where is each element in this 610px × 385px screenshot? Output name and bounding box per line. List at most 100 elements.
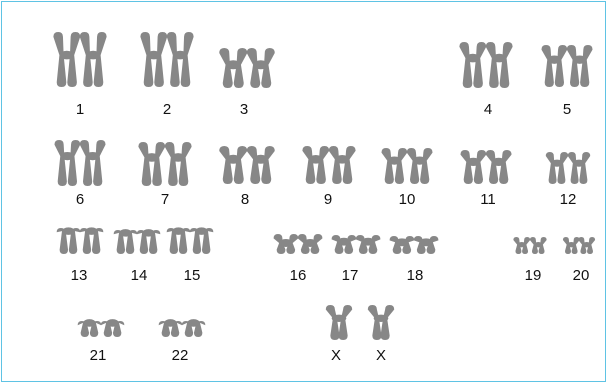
centromere [147, 51, 161, 60]
chromatid [316, 146, 329, 184]
chromatid [486, 42, 499, 88]
chromatid [234, 146, 248, 184]
centromere [173, 51, 187, 60]
chromatid [247, 146, 261, 184]
centromere [253, 155, 268, 164]
centromere [187, 319, 200, 327]
chromosome-label: 10 [399, 191, 416, 208]
centromere [60, 152, 74, 160]
centromere [395, 238, 408, 246]
chromatid [541, 45, 553, 87]
chromosome-label: 22 [172, 347, 189, 364]
chromosome-label: 4 [484, 101, 492, 118]
chromatid [94, 32, 107, 87]
centromere [226, 155, 241, 164]
chromatid [53, 32, 66, 87]
centromere [86, 51, 100, 60]
chromatid [154, 32, 167, 87]
centromere [304, 239, 317, 247]
chromatid [343, 146, 356, 184]
chromosome-label: 7 [161, 191, 169, 208]
centromere [86, 152, 100, 160]
centromere [145, 153, 159, 162]
centromere [106, 319, 119, 327]
chromosome-label: 2 [163, 101, 171, 118]
chromosome-label: 16 [290, 267, 307, 284]
chromatid [167, 32, 180, 87]
centromere [551, 160, 563, 167]
chromosome-2-pair: 2 [140, 32, 193, 118]
chromatid [80, 32, 93, 87]
chromatid [473, 42, 486, 88]
chromatid [329, 146, 342, 184]
chromatid [54, 140, 66, 186]
chromosome-label: 17 [342, 267, 359, 284]
chromosome-label: 18 [407, 267, 424, 284]
chromatid [395, 148, 407, 184]
centromere [83, 319, 96, 327]
centromere [172, 227, 185, 235]
centromere [573, 56, 587, 64]
chromosome-7-pair: 7 [138, 142, 191, 208]
chromatid [181, 32, 194, 87]
chromosome-14-pair: 14 [114, 229, 161, 284]
chromatid [499, 150, 511, 184]
chromosome-label: X [331, 347, 341, 364]
chromatid [555, 45, 567, 87]
chromosome-18-pair: 18 [390, 236, 439, 284]
chromatid [67, 32, 80, 87]
centromere [142, 229, 155, 237]
centromere [517, 242, 526, 247]
centromere [466, 158, 480, 166]
centromere [573, 160, 585, 167]
centromere [466, 54, 480, 63]
chromosome-12-pair: 12 [546, 152, 590, 208]
centromere [60, 51, 74, 60]
centromere [332, 315, 347, 322]
chromatid [381, 148, 393, 184]
chromatid [407, 148, 419, 184]
chromatid [93, 140, 105, 186]
centromere [62, 227, 75, 235]
centromere [309, 155, 323, 164]
chromosome-21-pair: 21 [78, 319, 125, 364]
centromere [567, 242, 576, 247]
chromosome-label: 6 [76, 191, 84, 208]
centromere [85, 227, 98, 235]
centromere [335, 155, 349, 164]
chromosome-22-pair: 22 [159, 319, 206, 364]
centromere [492, 158, 506, 166]
chromatid [152, 142, 165, 186]
chromatid [302, 146, 315, 184]
chromosome-3-pair: 3 [219, 48, 275, 118]
chromosome-label: 5 [563, 101, 571, 118]
chromosome-label: 15 [184, 267, 201, 284]
chromatid [165, 142, 178, 186]
chromatid [179, 142, 192, 186]
centromere [164, 319, 177, 327]
chromosome-19-pair: 19 [513, 237, 546, 284]
chromosome-1-pair: 1 [53, 32, 106, 118]
chromatid [138, 142, 151, 186]
chromosome-label: 11 [480, 191, 496, 208]
chromatid [500, 42, 513, 88]
centromere [279, 239, 292, 247]
chromosome-15-pair: 15 [167, 227, 214, 284]
chromosome-label: 20 [573, 267, 590, 284]
chromatid [474, 150, 486, 184]
centromere [362, 238, 375, 246]
centromere [253, 60, 268, 69]
chromosome-x: X [368, 305, 394, 364]
centromere [492, 54, 506, 63]
chromatid [420, 148, 432, 184]
chromosome-x: X [326, 305, 352, 364]
chromatid [580, 45, 592, 87]
chromatid [219, 146, 233, 184]
chromosome-label: 12 [560, 191, 577, 208]
chromatid [68, 140, 80, 186]
chromatid [546, 152, 557, 184]
centromere [547, 56, 561, 64]
chromosome-label: 1 [76, 101, 84, 118]
chromosome-11-pair: 11 [460, 150, 511, 208]
